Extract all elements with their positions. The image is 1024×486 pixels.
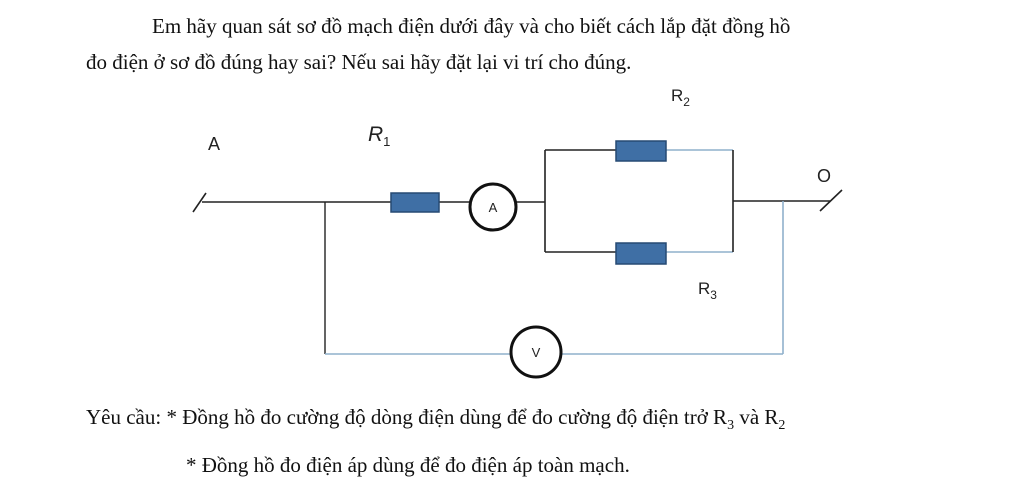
- ammeter-symbol: [468, 182, 518, 232]
- resistor-r3: [615, 242, 667, 265]
- terminal-a-tick: [192, 192, 207, 213]
- requirement-line-2: * Đồng hồ đo điện áp dùng để đo điện áp …: [186, 453, 630, 477]
- point-o-label: O: [817, 166, 831, 186]
- voltmeter-label: V: [532, 345, 541, 360]
- terminal-o-tick: [819, 189, 843, 212]
- point-a-label: A: [208, 134, 220, 154]
- question-line-2: đo điện ở sơ đồ đúng hay sai? Nếu sai hã…: [86, 50, 632, 74]
- ammeter-label: A: [489, 200, 498, 215]
- resistor-r1: [390, 192, 440, 213]
- r1-label: R1: [368, 123, 390, 149]
- r2-label: R2: [671, 86, 690, 109]
- r3-label: R3: [698, 279, 717, 302]
- requirement-line-1: Yêu cầu: * Đồng hồ đo cường độ dòng điện…: [86, 405, 786, 434]
- resistor-r2: [615, 140, 667, 162]
- voltmeter-symbol: [509, 325, 563, 379]
- question-line-1: Em hãy quan sát sơ đồ mạch điện dưới đây…: [152, 14, 791, 38]
